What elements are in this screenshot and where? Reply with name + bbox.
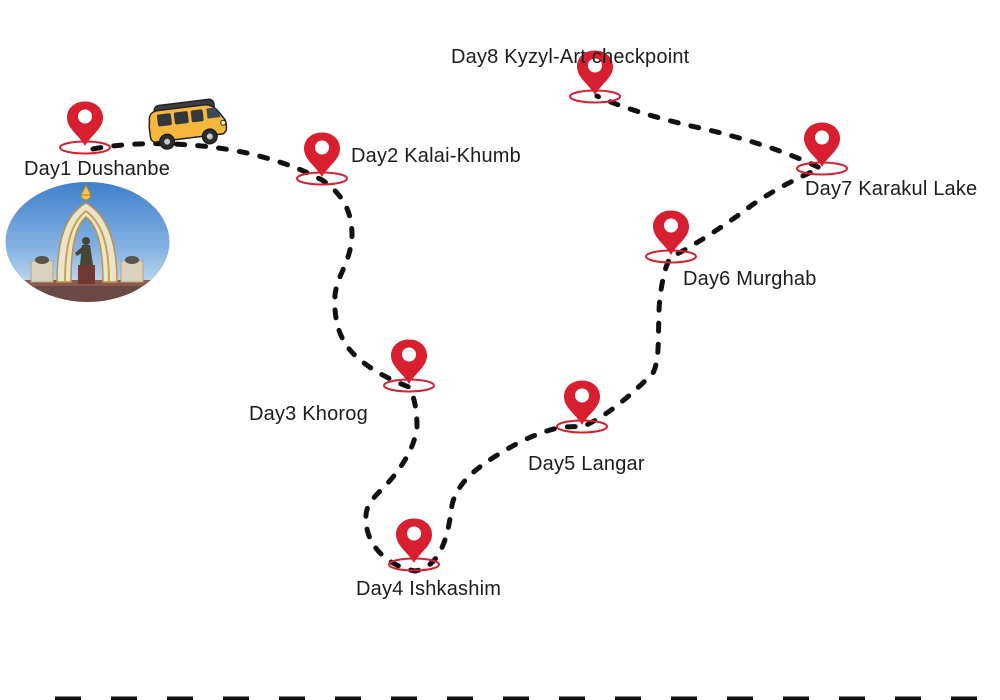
- stop-label-day6: Day6 Murghab: [683, 268, 817, 290]
- location-pin-icon: [384, 517, 444, 573]
- location-pin-icon: [292, 131, 352, 187]
- stop-label-day5: Day5 Langar: [528, 453, 645, 475]
- location-pin-icon: [792, 121, 852, 177]
- location-pin-icon: [565, 49, 625, 105]
- location-pin-icon: [552, 379, 612, 435]
- stop-label-day4: Day4 Ishkashim: [356, 578, 502, 600]
- stop-label-day1: Day1 Dushanbe: [24, 158, 171, 180]
- stop-label-day2: Day2 Kalai-Khumb: [351, 145, 521, 167]
- location-pin-icon: [641, 209, 701, 265]
- stop-label-day7: Day7 Karakul Lake: [805, 178, 978, 200]
- location-pin-icon: [379, 338, 439, 394]
- stop-label-day3: Day3 Khorog: [249, 403, 368, 425]
- stop-label-day8: Day8 Kyzyl-Art checkpoint: [451, 46, 690, 68]
- van-icon: [148, 98, 228, 150]
- dushanbe-monument-photo: [5, 182, 170, 302]
- location-pin-icon: [55, 100, 115, 156]
